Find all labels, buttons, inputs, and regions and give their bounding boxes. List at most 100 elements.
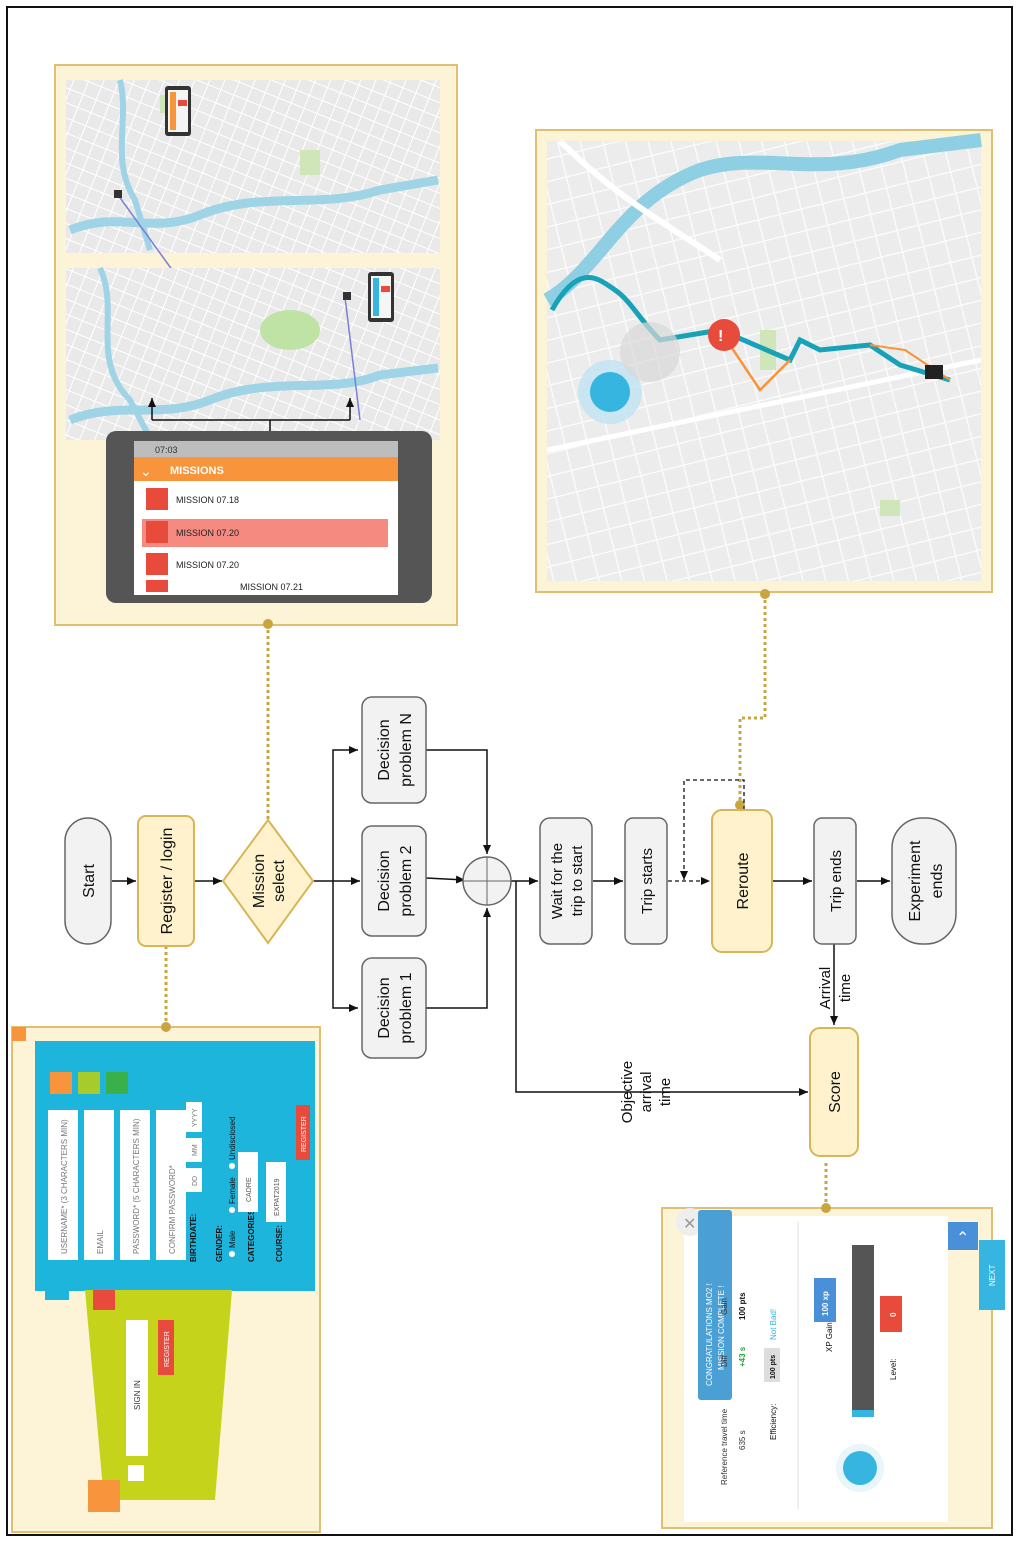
password-input[interactable] [120,1110,150,1260]
banner-line-2: MISSION COMPLETE ! [717,1286,726,1370]
gender-male-label: Male [228,1230,237,1248]
yyyy-placeholder: YYYY [192,1108,199,1127]
email-input[interactable] [84,1110,114,1260]
mission-label: MISSION 07.21 [240,582,303,592]
diff-label: Diff [720,1354,729,1367]
gender-undisclosed-radio[interactable] [229,1163,235,1169]
birth-year-input[interactable] [186,1102,202,1132]
course-value: EXPAT2019 [274,1178,281,1216]
sign-in-label: SIGN IN [133,1380,142,1410]
wait-line-2: trip to start [569,845,586,917]
reroute-map-panel: ! [535,129,993,593]
register-login-node: Register / login [137,815,195,947]
gain-value: 100 pts [738,1292,747,1320]
decision-2-line-2: problem 2 [398,845,415,916]
warning-icon: ! [718,328,723,345]
start-node: Start [64,817,112,945]
gender-female-radio[interactable] [229,1207,235,1213]
birth-day-input[interactable] [186,1168,202,1192]
categories-label: CATEGORIES: [247,1207,256,1262]
avatar-icon [88,1480,120,1512]
score-panel: ✕ ⌃ NEXT CONGRATULATIONS MO2 ! MISSION C… [661,1207,1005,1529]
login-panel: USERNAME* (3 CHARACTERS MIN) EMAIL PASSW… [11,1026,321,1533]
at-icon [78,1072,100,1094]
experiment-ends-line-1: Experiment [907,840,924,921]
efficiency-value: 100 pts [770,1355,777,1379]
diff-value: +43 s [738,1346,747,1367]
mission-item[interactable]: MISSION 07.18 [142,486,239,514]
close-icon[interactable] [676,1208,704,1236]
logo-icon [93,1290,115,1310]
sign-in-register-button[interactable] [158,1320,174,1375]
congratulations-banner [698,1210,732,1400]
decision-n-line-2: problem N [398,713,415,787]
chevron-up-icon[interactable] [948,1222,978,1250]
wait-trip-node: Wait for the trip to start [539,817,593,945]
score-label: Score [827,1071,844,1113]
chevron-down-icon[interactable]: ⌄ [140,463,152,479]
mission-item[interactable]: MISSION 07.21 [146,580,303,592]
objective-line-2: arrival [638,1072,655,1113]
mission-label: MISSION 07.18 [176,495,239,505]
trip-ends-label: Trip ends [828,850,845,912]
phone-to-maps-arrows [148,398,354,431]
banner-line-1: CONGRATULATIONS MO2 ! [705,1283,714,1386]
confirm-placeholder: CONFIRM PASSWORD* [168,1165,177,1254]
mission-item[interactable]: MISSION 07.20 [142,519,388,547]
efficiency-label: Efficiency: [769,1404,778,1440]
categories-select[interactable] [238,1152,258,1212]
next-button-label: NEXT [988,1265,997,1286]
username-input[interactable] [48,1110,78,1260]
confirm-password-input[interactable] [156,1110,186,1260]
birthdate-label: BIRTHDATE: [189,1214,198,1262]
username-placeholder: USERNAME* (3 CHARACTERS MIN) [60,1119,69,1254]
xp-value: 100 xp [821,1291,830,1316]
course-select[interactable] [266,1162,286,1222]
start-label: Start [81,864,98,898]
decision-problem-2-node: Decision problem 2 [361,825,427,937]
reroute-label: Reroute [735,852,752,909]
efficiency-badge [764,1348,780,1382]
sign-in-register-label: REGISTER [164,1331,171,1367]
arrival-time-label: Arrival time [817,967,854,1010]
decision-problem-1-node: Decision problem 1 [361,957,427,1059]
reference-label: Reference travel time [720,1408,729,1485]
sign-in-card: SIGN IN REGISTER [85,1290,232,1512]
email-icon [106,1072,128,1094]
trip-starts-node: Trip starts [624,817,668,945]
mission-select-line-2: select [271,860,288,902]
map-thumbnail-2 [66,266,440,440]
map-thumbnail-1 [66,79,440,279]
next-button[interactable] [979,1240,1005,1310]
xp-progress-bar [852,1245,874,1417]
trip-ends-node: Trip ends [813,817,857,945]
merge-junction [462,856,512,906]
xp-gain-label: XP Gain: [825,1320,834,1352]
register-form: USERNAME* (3 CHARACTERS MIN) EMAIL PASSW… [48,1072,310,1262]
decision-n-line-1: Decision [376,719,393,780]
flow-arrows [112,746,890,1096]
birth-month-input[interactable] [186,1138,202,1162]
level-label: Level: [889,1359,898,1380]
register-login-label: Register / login [159,828,176,935]
figure-border [6,6,1013,1536]
sign-in-button[interactable] [126,1320,148,1456]
gender-male-radio[interactable] [229,1251,235,1257]
reroute-dashed-arrows [668,779,745,885]
mm-placeholder: MM [192,1144,199,1156]
svg-text:⌃: ⌃ [956,1230,969,1247]
mission-select-node: Mission select [221,818,315,945]
objective-line-3: time [657,1078,674,1106]
categories-value: CADRE [246,1177,253,1202]
password-placeholder: PASSWORD* (5 CHARACTERS MIN) [132,1118,141,1254]
trip-starts-label: Trip starts [639,848,656,914]
dd-placeholder: DD [192,1176,199,1186]
register-button[interactable] [296,1105,310,1160]
mission-list: MISSION 07.18 MISSION 07.20 MISSION 07.2… [142,486,388,592]
arrival-line-2: time [837,974,854,1002]
level-value: 0 [889,1312,898,1317]
experiment-ends-line-2: ends [929,864,946,899]
mission-item[interactable]: MISSION 07.20 [146,553,239,575]
course-label: COURSE: [275,1225,284,1262]
